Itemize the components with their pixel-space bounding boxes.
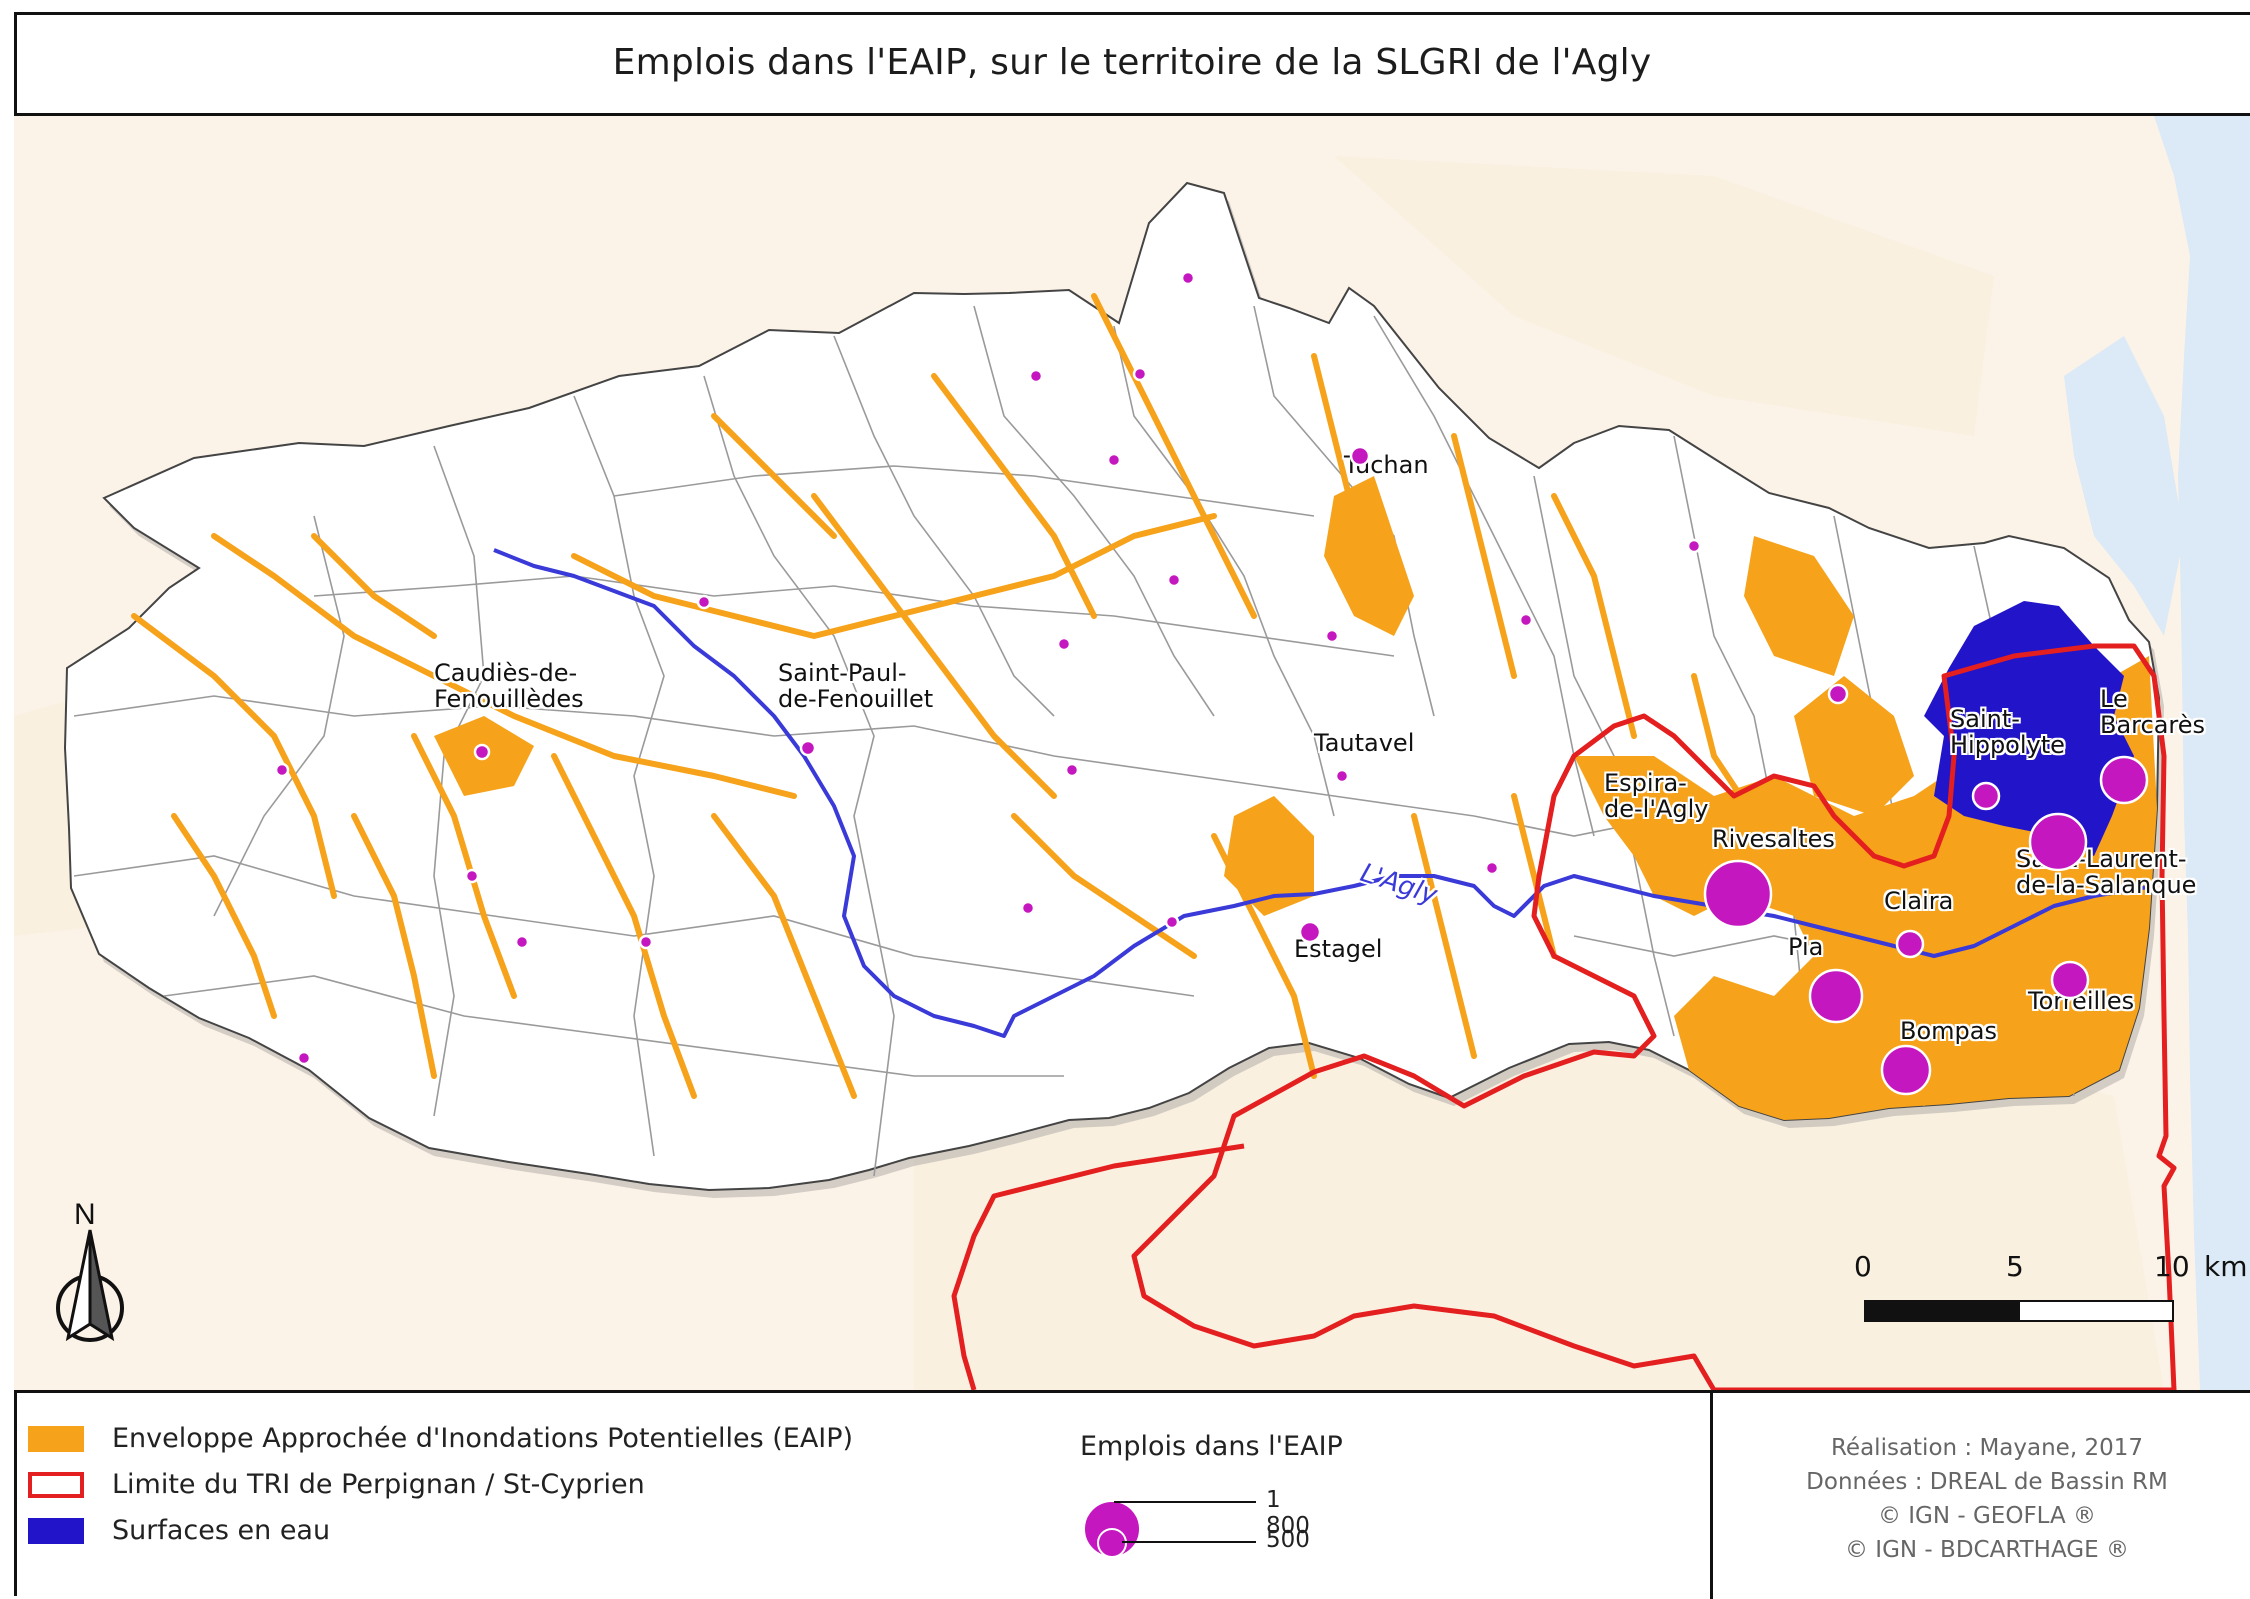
lagoon-shallow	[2064, 336, 2184, 636]
scale-label-km: km	[2204, 1250, 2248, 1283]
proportional-line-1800	[1114, 1501, 1256, 1503]
jobs-circle-small[interactable]	[1028, 368, 1044, 384]
jobs-circle-small[interactable]	[1827, 683, 1849, 705]
town-label-espira[interactable]: Espira- de-l'Agly	[1604, 769, 1709, 823]
credit-ign-geofla: © IGN - GEOFLA ®	[1877, 1503, 2097, 1529]
jobs-circle-caudies[interactable]	[473, 743, 491, 761]
jobs-circle-small[interactable]	[274, 762, 290, 778]
town-label-lebarcares[interactable]: Le Barcarès	[2100, 685, 2206, 739]
legend-label-water: Surfaces en eau	[112, 1515, 331, 1546]
proportional-legend-title: Emplois dans l'EAIP	[1080, 1431, 1343, 1462]
town-label-caudies[interactable]: Caudiès-de- Fenouillèdes	[434, 659, 584, 713]
legend-item-water: Surfaces en eau	[28, 1515, 330, 1546]
jobs-circle-small[interactable]	[1020, 900, 1036, 916]
jobs-circle-saintpaul[interactable]	[799, 739, 817, 757]
legend-area: Enveloppe Approchée d'Inondations Potent…	[14, 1390, 2250, 1599]
proportional-circles-icon	[1083, 1500, 1141, 1558]
jobs-circle-small[interactable]	[1518, 612, 1534, 628]
proportional-line-500	[1122, 1541, 1256, 1543]
jobs-circle-small[interactable]	[514, 934, 530, 950]
jobs-circle-torreilles[interactable]	[2050, 960, 2090, 1000]
jobs-circle-small[interactable]	[1056, 636, 1072, 652]
scale-bar-white	[2018, 1300, 2174, 1322]
jobs-circle-saint-hippolyte[interactable]	[1971, 781, 2001, 811]
tri-perpignan-boundary	[1131, 643, 2177, 1390]
jobs-circles	[274, 270, 2149, 1096]
credit-author: Réalisation : Mayane, 2017	[1830, 1435, 2143, 1461]
legend-divider	[1710, 1393, 1713, 1599]
scale-label-0: 0	[1854, 1250, 1872, 1283]
legend-swatch-water	[28, 1517, 84, 1544]
agly-river	[493, 548, 2155, 1038]
legend-swatch-tri	[28, 1471, 84, 1498]
jobs-circle-small[interactable]	[1324, 628, 1340, 644]
jobs-circle-small[interactable]	[1166, 572, 1182, 588]
town-label-bompas[interactable]: Bompas	[1900, 1017, 1997, 1045]
town-label-claira[interactable]: Claira	[1884, 887, 1954, 915]
jobs-circle-small[interactable]	[1132, 366, 1148, 382]
jobs-circle-small[interactable]	[464, 868, 480, 884]
legend-item-tri: Limite du TRI de Perpignan / St-Cyprien	[28, 1469, 645, 1500]
jobs-circle-rivesaltes[interactable]	[1703, 859, 1773, 929]
town-label-tautavel[interactable]: Tautavel	[1314, 729, 1415, 757]
town-label-saintpaul[interactable]: Saint-Paul- de-Fenouillet	[778, 659, 934, 713]
jobs-circle-small[interactable]	[1686, 538, 1702, 554]
jobs-circle-small[interactable]	[1484, 860, 1500, 876]
scale-label-10: 10	[2154, 1250, 2190, 1283]
map-view[interactable]: Tuchan Caudiès-de- Fenouillèdes Saint-Pa…	[14, 116, 2250, 1390]
north-arrow-label: N	[74, 1198, 96, 1231]
jobs-circle-tuchan[interactable]	[1349, 445, 1371, 467]
legend-swatch-eaip	[28, 1425, 84, 1452]
compass-icon	[56, 1229, 124, 1342]
north-arrow: N	[50, 1198, 130, 1348]
town-label-sainthippolyte[interactable]: Saint- Hippolyte	[1950, 705, 2065, 759]
title-bar: Emplois dans l'EAIP, sur le territoire d…	[14, 12, 2250, 116]
jobs-circle-small[interactable]	[1106, 452, 1122, 468]
scale-bar: 0 5 10 km	[1854, 1250, 2250, 1330]
jobs-circle-pia[interactable]	[1808, 968, 1864, 1024]
town-label-pia[interactable]: Pia	[1788, 933, 1824, 961]
legend-item-eaip: Enveloppe Approchée d'Inondations Potent…	[28, 1423, 853, 1454]
jobs-circle-claira[interactable]	[1895, 929, 1925, 959]
tri-west-boundary	[951, 1143, 1245, 1390]
legend-label-eaip: Enveloppe Approchée d'Inondations Potent…	[112, 1423, 854, 1454]
jobs-circle-estagel[interactable]	[1298, 920, 1322, 944]
map-title: Emplois dans l'EAIP, sur le territoire d…	[612, 42, 1652, 83]
jobs-circle-small[interactable]	[1164, 914, 1180, 930]
scale-label-5: 5	[2006, 1250, 2024, 1283]
credit-ign-bdcarthage: © IGN - BDCARTHAGE ®	[1845, 1537, 2129, 1563]
town-label-saintlaurent[interactable]: Saint-Laurent- de-la-Salanque	[2016, 845, 2197, 899]
scale-bar-black	[1864, 1300, 2018, 1322]
jobs-circle-small[interactable]	[1064, 762, 1080, 778]
map-canvas	[14, 116, 2250, 1390]
jobs-circle-le-barcares[interactable]	[2099, 755, 2149, 805]
town-label-rivesaltes[interactable]: Rivesaltes	[1712, 825, 1835, 853]
jobs-circle-small[interactable]	[296, 1050, 312, 1066]
credit-data-source: Données : DREAL de Bassin RM	[1806, 1469, 2168, 1495]
jobs-circle-saint-laurent[interactable]	[2028, 812, 2088, 872]
proportional-label-1800: 1 800	[1266, 1487, 1310, 1539]
proportional-label-500: 500	[1266, 1527, 1310, 1553]
jobs-circle-small[interactable]	[696, 594, 712, 610]
legend-label-tri: Limite du TRI de Perpignan / St-Cyprien	[112, 1469, 645, 1500]
jobs-circle-small[interactable]	[1180, 270, 1196, 286]
jobs-circle-bompas[interactable]	[1880, 1044, 1932, 1096]
jobs-circle-small[interactable]	[638, 934, 654, 950]
jobs-circle-tautavel[interactable]	[1334, 768, 1350, 784]
sea-area	[2154, 116, 2250, 1390]
